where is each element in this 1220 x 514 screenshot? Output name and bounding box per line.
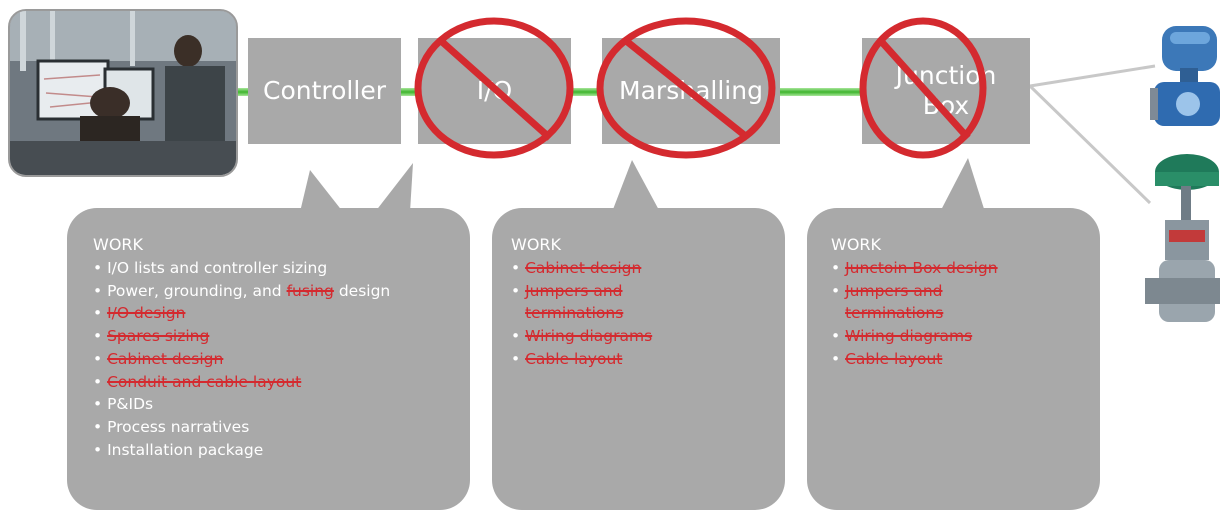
list-item: • terminations — [845, 304, 944, 323]
line-to-transmitter — [1029, 64, 1156, 88]
list-item: • Cable layout — [511, 349, 623, 368]
list-item: • Process narratives — [93, 417, 250, 436]
work-heading: WORK — [93, 235, 144, 254]
list-item: • Installation package — [93, 440, 264, 459]
list-item: • Cable layout — [831, 349, 943, 368]
controller-box: Controller — [248, 38, 401, 144]
list-item: • Jumpers and — [831, 281, 943, 300]
list-item: • Cabinet design — [511, 259, 642, 277]
link-io-marshalling — [570, 88, 604, 96]
tail-controller-left — [300, 170, 343, 212]
tail-junction — [940, 158, 985, 212]
no-symbol-icon-marshalling — [596, 17, 776, 159]
list-item: • Power, grounding, and fusing design — [93, 281, 391, 300]
work-list: • Junctoin Box design • Jumpers and • te… — [831, 257, 1100, 371]
no-symbol-icon-io — [414, 17, 574, 159]
tail-marshalling — [612, 160, 660, 212]
controller-label: Controller — [263, 76, 386, 105]
list-item: • Wiring diagrams — [831, 327, 973, 346]
link-marshalling-junction — [780, 88, 862, 96]
list-item: • Junctoin Box design — [831, 259, 998, 277]
no-symbol-icon-junction — [859, 17, 987, 159]
transmitter-device-icon — [1150, 18, 1220, 138]
work-bubble-junction: WORK • Junctoin Box design • Jumpers and… — [807, 208, 1100, 510]
list-item: • Jumpers and — [511, 281, 623, 300]
work-list: • I/O lists and controller sizing • Powe… — [93, 257, 470, 461]
link-photo-controller — [236, 88, 250, 96]
list-item: • Spares sizing — [93, 327, 210, 346]
work-heading: WORK — [831, 235, 882, 254]
control-room-photo — [8, 9, 238, 177]
list-item: • Conduit and cable layout — [93, 372, 302, 391]
list-item: • P&IDs — [93, 395, 154, 414]
work-heading: WORK — [511, 235, 562, 254]
list-item: • Cabinet design — [93, 349, 224, 368]
tail-controller-right — [375, 163, 413, 212]
list-item: • terminations — [525, 304, 624, 323]
list-item: • I/O design — [93, 304, 186, 323]
work-list: • Cabinet design • Jumpers and • termina… — [511, 257, 785, 371]
line-to-valve — [1028, 84, 1152, 205]
link-controller-io — [400, 88, 420, 96]
work-bubble-controller: WORK • I/O lists and controller sizing •… — [67, 208, 470, 510]
list-item: • Wiring diagrams — [511, 327, 653, 346]
list-item: • I/O lists and controller sizing — [93, 259, 328, 277]
work-bubble-marshalling: WORK • Cabinet design • Jumpers and • te… — [492, 208, 785, 510]
control-valve-icon — [1145, 150, 1220, 355]
